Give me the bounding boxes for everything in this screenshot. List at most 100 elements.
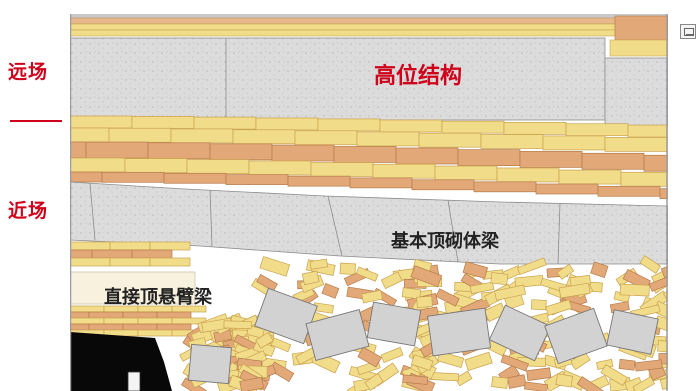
brick (70, 115, 133, 129)
rubble-brick (301, 270, 320, 286)
brick (255, 117, 319, 131)
brick (70, 323, 90, 331)
rubble-brick (339, 262, 357, 275)
brick (149, 257, 191, 267)
brick (109, 257, 151, 267)
brick (519, 151, 583, 168)
brick (156, 323, 192, 331)
rubble-stone (188, 343, 232, 385)
rubble-brick (618, 358, 636, 371)
rubble-brick (462, 261, 489, 279)
brick (131, 249, 173, 259)
rubble-zone (179, 255, 668, 391)
rubble-brick (491, 376, 509, 389)
rubble-brick (309, 258, 329, 270)
rubble-brick (256, 274, 278, 292)
direct-roof-cantilever-label: 直接顶悬臂梁 (104, 286, 213, 308)
brick (103, 317, 139, 325)
high-structure-stone-layer (70, 37, 668, 129)
rubble-brick (662, 282, 668, 302)
brick (108, 127, 172, 143)
high-structure-label: 高位结构 (374, 63, 462, 89)
brick (232, 129, 296, 145)
brick (349, 177, 413, 189)
rubble-brick (494, 284, 527, 301)
brick (581, 152, 645, 170)
brick (70, 249, 93, 259)
brick (163, 172, 227, 184)
brick (70, 127, 110, 143)
brick (209, 143, 273, 161)
rubble-brick (454, 370, 473, 387)
zone-divider-line (10, 120, 62, 122)
rubble-brick (590, 261, 609, 278)
rubble-brick (259, 256, 291, 277)
image-icon[interactable] (680, 24, 696, 39)
brick (480, 134, 544, 149)
brick (542, 135, 606, 151)
brick (88, 323, 124, 331)
rubble-brick (464, 351, 493, 371)
brick (271, 144, 335, 162)
brick (418, 132, 482, 148)
rubble-brick (223, 320, 252, 330)
brick (434, 165, 498, 181)
brick (620, 171, 668, 187)
brick (70, 141, 87, 159)
brick (535, 183, 599, 195)
rubble-brick (555, 373, 574, 388)
rubble-brick (639, 255, 662, 274)
rubble-brick (321, 283, 340, 299)
rubble-brick (516, 257, 547, 276)
rubble-brick (410, 354, 434, 371)
brick (310, 162, 374, 177)
brick (558, 169, 622, 185)
rubble-brick (545, 299, 573, 316)
brick (70, 305, 105, 313)
brick (627, 124, 668, 138)
rubble-brick (576, 376, 605, 391)
brick (137, 317, 173, 325)
rubble-brick (355, 266, 379, 282)
brick (149, 241, 191, 251)
brick (186, 159, 250, 174)
brick (122, 323, 158, 331)
brick (372, 163, 436, 179)
rubble-brick (357, 346, 382, 368)
brick (91, 249, 133, 259)
near-field-label: 近场 (8, 200, 49, 222)
rubble-brick (435, 288, 460, 307)
rubble-brick (659, 374, 668, 390)
rubble-brick (401, 287, 422, 300)
brick (193, 116, 257, 130)
far-field-label: 远场 (8, 61, 49, 83)
rubble-brick (500, 354, 529, 372)
rubble-stone (544, 307, 608, 365)
rubble-brick (255, 332, 274, 349)
brick (395, 147, 459, 165)
rubble-stone (606, 309, 659, 355)
coal-body (70, 332, 172, 391)
brick (411, 179, 475, 191)
brick (503, 122, 567, 135)
basic-roof-beam-label: 基本顶砌体梁 (390, 230, 500, 252)
rubble-brick (558, 282, 591, 299)
support-post (127, 371, 141, 391)
brick (294, 130, 358, 146)
brick-layers (70, 115, 668, 200)
rubble-brick (402, 374, 429, 385)
brick (70, 317, 105, 325)
rubble-brick (658, 352, 668, 365)
brick (131, 116, 195, 129)
cantilever-face (70, 271, 196, 305)
rubble-stone (305, 308, 370, 362)
brick (643, 154, 668, 172)
brick (70, 171, 103, 183)
rubble-stone (366, 301, 422, 347)
brick (457, 149, 521, 166)
rubble-brick (364, 373, 384, 391)
brick (248, 160, 312, 176)
rubble-brick (619, 283, 650, 297)
rubble-brick (523, 381, 549, 391)
brick (137, 329, 173, 337)
